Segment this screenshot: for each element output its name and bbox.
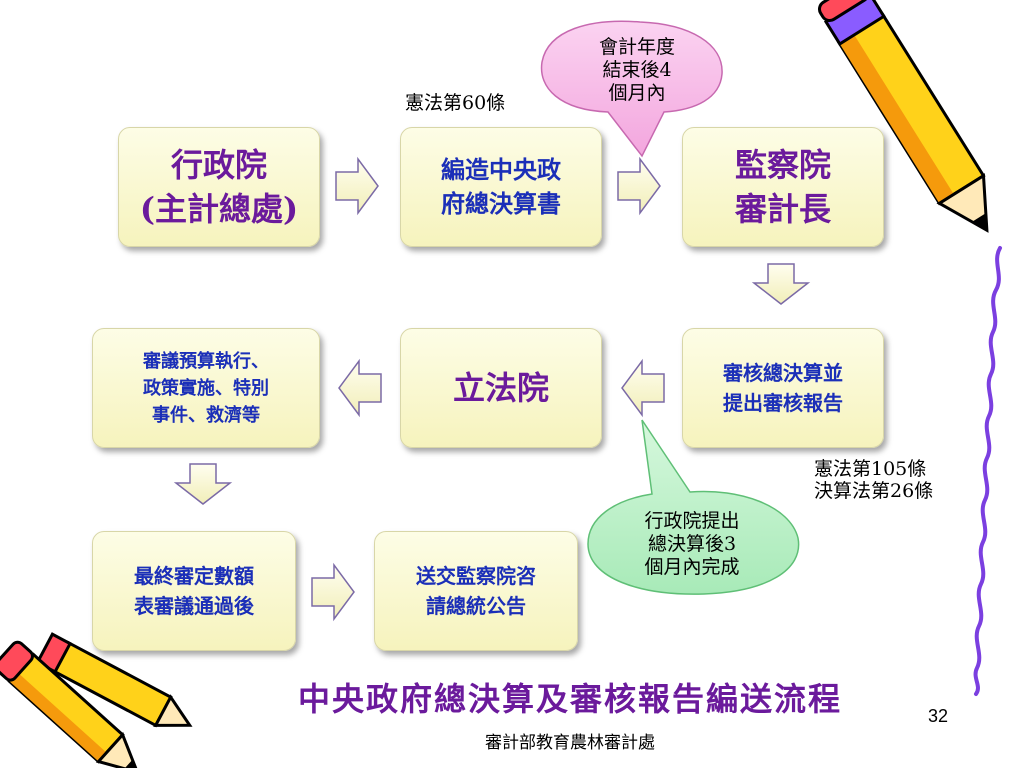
page-title: 中央政府總決算及審核報告編送流程	[297, 680, 842, 718]
node-compile-accounts: 編造中央政 府總決算書	[400, 127, 602, 247]
arrow-right-3	[311, 562, 355, 622]
page-number: 32	[928, 706, 949, 726]
note-constitution-60: 憲法第60條	[405, 92, 506, 114]
callout-pink-text: 會計年度 結束後4 個月內	[598, 36, 675, 104]
node-review-report: 審核總決算並 提出審核報告	[682, 328, 884, 448]
node-final-review: 最終審定數額 表審議通過後	[92, 531, 296, 651]
arrow-right-1	[335, 156, 379, 216]
arrow-down-2	[173, 463, 233, 505]
callout-pink-bubble	[540, 20, 723, 158]
decorative-squiggle	[973, 246, 1002, 696]
node-deliberation: 審議預算執行、 政策實施、特別 事件、救濟等	[92, 328, 320, 448]
pencil-icon	[817, 0, 989, 233]
node-executive-yuan: 行政院 (主計總處)	[118, 127, 320, 247]
callout-green-bubble	[587, 419, 800, 595]
footer-text: 審計部教育農林審計處	[485, 733, 655, 752]
arrow-left-1	[621, 358, 665, 418]
node-legislative-yuan: 立法院	[400, 328, 602, 448]
arrow-right-2	[617, 156, 661, 216]
arrow-left-2	[338, 358, 382, 418]
note-constitution-105: 憲法第105條 決算法第26條	[814, 458, 934, 502]
arrow-down-1	[751, 263, 811, 305]
callout-green-text: 行政院提出 總決算後3 個月內完成	[644, 510, 740, 578]
crayon-icon	[35, 632, 193, 728]
node-auditor-general: 監察院 審計長	[682, 127, 884, 247]
node-presidential-announcement: 送交監察院咨 請總統公告	[374, 531, 578, 651]
crayon-icon	[0, 640, 140, 768]
